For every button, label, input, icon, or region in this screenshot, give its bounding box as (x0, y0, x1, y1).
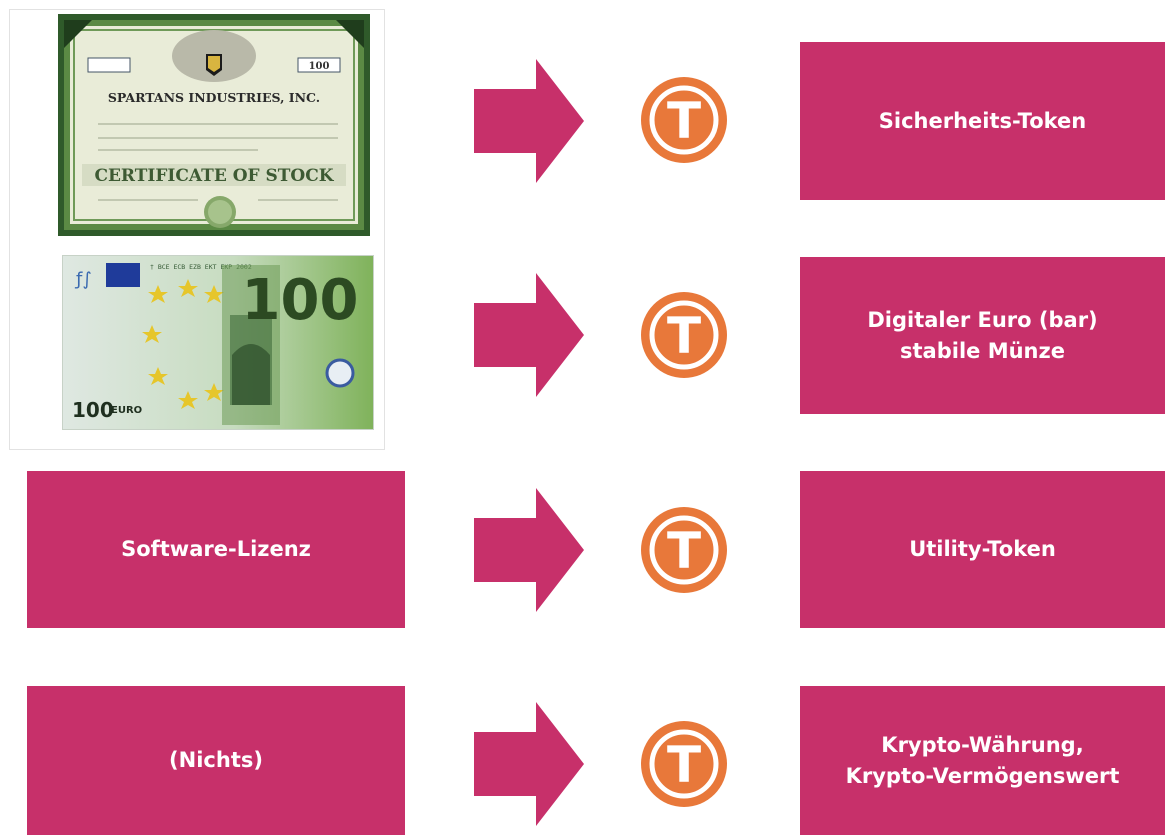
left-box-software-license: Software-Lizenz (27, 471, 405, 628)
certificate-number-box: 100 (309, 61, 330, 72)
arrow-icon (474, 702, 584, 826)
svg-text:T: T (667, 92, 701, 150)
banknote-serial: † BCE ECB EZB EKT EKP 2002 (150, 263, 252, 271)
left-box-nothing: (Nichts) (27, 686, 405, 835)
right-box-security-token: Sicherheits-Token (800, 42, 1165, 200)
right-box-line: Krypto-Vermögenswert (845, 763, 1120, 788)
arrow-icon (474, 59, 584, 183)
banknote-denomination-large: 100 (242, 268, 359, 333)
banknote-denomination-small: 100 (72, 398, 114, 422)
right-box-crypto-currency: Krypto-Währung, Krypto-Vermögenswert (800, 686, 1165, 835)
arrow-icon (474, 273, 584, 397)
banknote-currency: EURO (111, 405, 142, 416)
right-box-line: Utility-Token (909, 537, 1056, 561)
euro-banknote-image: ƒ∫ † BCE ECB EZB EKT EKP 2002 100 100 EU… (62, 255, 374, 430)
left-box-line: (Nichts) (169, 748, 263, 772)
right-box-utility-token: Utility-Token (800, 471, 1165, 628)
token-icon: T (641, 292, 727, 378)
token-icon: T (641, 721, 727, 807)
certificate-title: CERTIFICATE OF STOCK (94, 166, 334, 186)
token-icon: T (641, 77, 727, 163)
stock-certificate-image: 100 SPARTANS INDUSTRIES, INC. CERTIFICAT… (58, 14, 370, 236)
arrow-icon (474, 488, 584, 612)
right-box-line: Sicherheits-Token (878, 108, 1087, 133)
token-icon: T (641, 507, 727, 593)
left-box-line: Software-Lizenz (121, 537, 311, 561)
certificate-company: SPARTANS INDUSTRIES, INC. (108, 90, 320, 105)
svg-text:T: T (667, 522, 701, 580)
svg-text:ƒ∫: ƒ∫ (74, 269, 92, 290)
svg-text:T: T (667, 736, 701, 794)
svg-text:T: T (667, 307, 701, 365)
right-box-line: Digitaler Euro (bar) (867, 307, 1098, 332)
right-box-line: Krypto-Währung, (881, 732, 1084, 757)
right-box-line: stabile Münze (900, 338, 1065, 363)
right-box-digital-euro: Digitaler Euro (bar) stabile Münze (800, 257, 1165, 414)
